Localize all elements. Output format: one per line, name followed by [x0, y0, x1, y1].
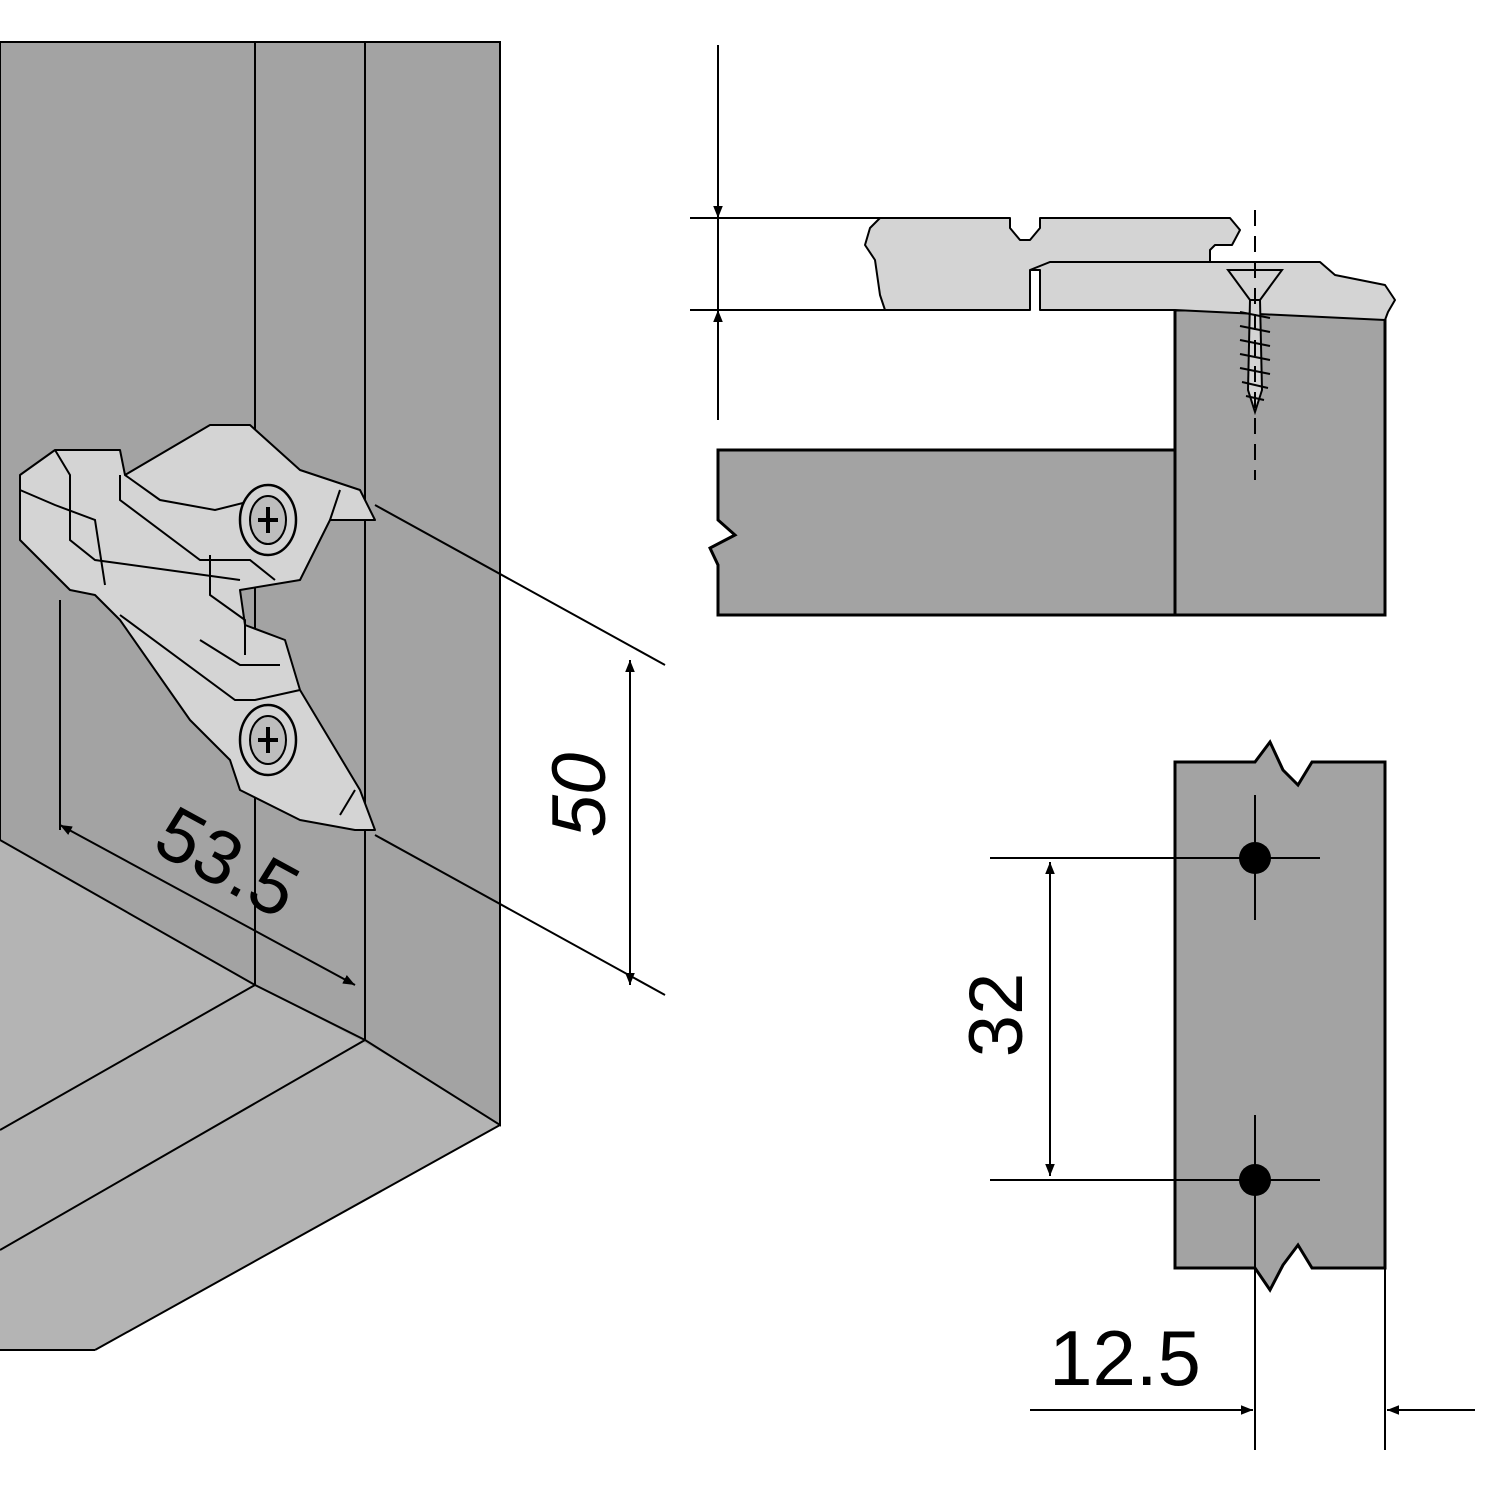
screw-icon: [1226, 269, 1284, 416]
horizontal-panel: [708, 448, 1177, 617]
hole-spacing-32-dimension: 32: [954, 862, 1055, 1176]
hole-spacing-50-label: 50: [537, 753, 622, 838]
mounting-plate-profile: [864, 217, 1396, 321]
front-view: 32 12.5: [954, 739, 1475, 1450]
drill-hole-icon: [1239, 842, 1271, 874]
mounting-plate-perspective: [19, 424, 376, 831]
edge-offset-dimension: 12.5: [1030, 1314, 1475, 1415]
phillips-head-icon: [238, 483, 298, 557]
cabinet-perspective-view: 53.5 50: [0, 41, 666, 1351]
cabinet-side-wall: [364, 41, 501, 1127]
section-view: [690, 45, 1396, 617]
phillips-head-icon: [238, 703, 298, 777]
hole-spacing-32-label: 32: [954, 973, 1039, 1058]
edge-offset-label: 12.5: [1049, 1314, 1201, 1402]
vertical-panel-front: [1173, 739, 1387, 1293]
drill-hole-icon: [1239, 1164, 1271, 1196]
vertical-panel: [1173, 308, 1387, 617]
hole-spacing-50-dimension: 50: [374, 504, 666, 996]
